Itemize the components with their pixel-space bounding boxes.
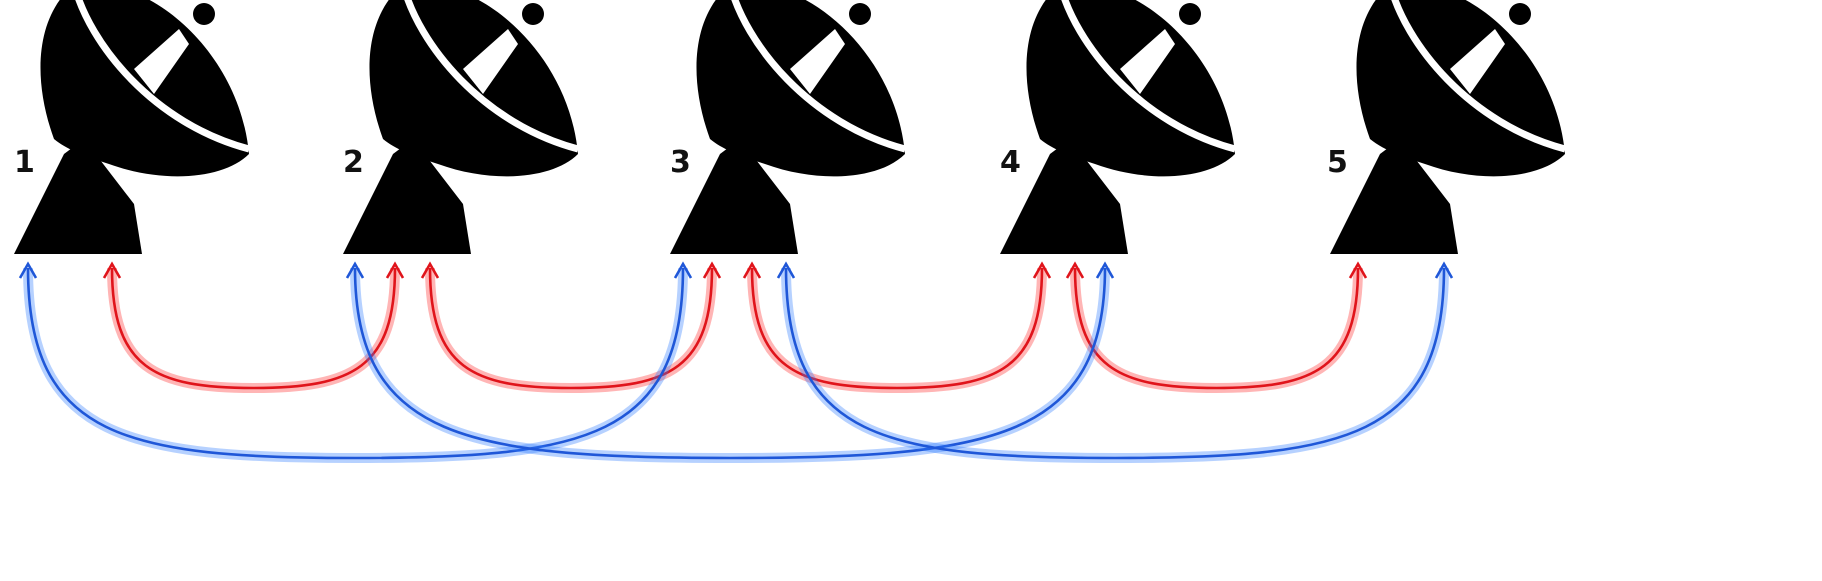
satellite-dish-icon: [1330, 0, 1565, 254]
link-red-1-2-arrowhead: [102, 261, 122, 279]
link-red-4-5: [1073, 267, 1360, 390]
link-red-1-2: [110, 267, 397, 390]
link-blue-3-5-glow: [781, 267, 1449, 464]
link-blue-1-3-arrowhead: [673, 261, 693, 279]
satellite-dish-icon: [14, 0, 249, 254]
link-blue-2-4: [353, 267, 1107, 460]
antenna-4: 4: [1000, 0, 1235, 254]
link-blue-3-5: [784, 267, 1446, 460]
satellite-dish-icon: [670, 0, 905, 254]
link-red-3-4: [750, 267, 1044, 390]
links-layer: [18, 261, 1454, 464]
link-red-2-3-arrowhead: [420, 261, 440, 279]
antenna-2: 2: [343, 0, 578, 254]
link-blue-3-5-arrowhead: [1434, 261, 1454, 279]
link-blue-2-4-arrowhead: [1095, 261, 1115, 279]
antenna-5: 5: [1327, 0, 1565, 254]
antenna-label: 4: [1000, 145, 1021, 180]
link-blue-2-4-arrowhead: [345, 261, 365, 279]
antenna-label: 1: [14, 145, 35, 180]
link-red-2-3: [428, 267, 714, 390]
antenna-1: 1: [14, 0, 249, 254]
link-red-1-2-arrowhead: [385, 261, 405, 279]
satellite-dish-icon: [343, 0, 578, 254]
antenna-label: 5: [1327, 145, 1348, 180]
antenna-label: 3: [670, 145, 691, 180]
satellite-dish-icon: [1000, 0, 1235, 254]
link-red-3-4-arrowhead: [742, 261, 762, 279]
link-red-3-4-arrowhead: [1032, 261, 1052, 279]
antenna-3: 3: [670, 0, 905, 254]
antennas-layer: 1 2 3 4 5: [14, 0, 1565, 254]
link-red-4-5-arrowhead: [1348, 261, 1368, 279]
link-blue-3-5-arrowhead: [776, 261, 796, 279]
link-red-4-5-arrowhead: [1065, 261, 1085, 279]
link-blue-1-3: [26, 267, 685, 460]
antenna-label: 2: [343, 145, 364, 180]
link-red-2-3-arrowhead: [702, 261, 722, 279]
link-blue-1-3-arrowhead: [18, 261, 38, 279]
